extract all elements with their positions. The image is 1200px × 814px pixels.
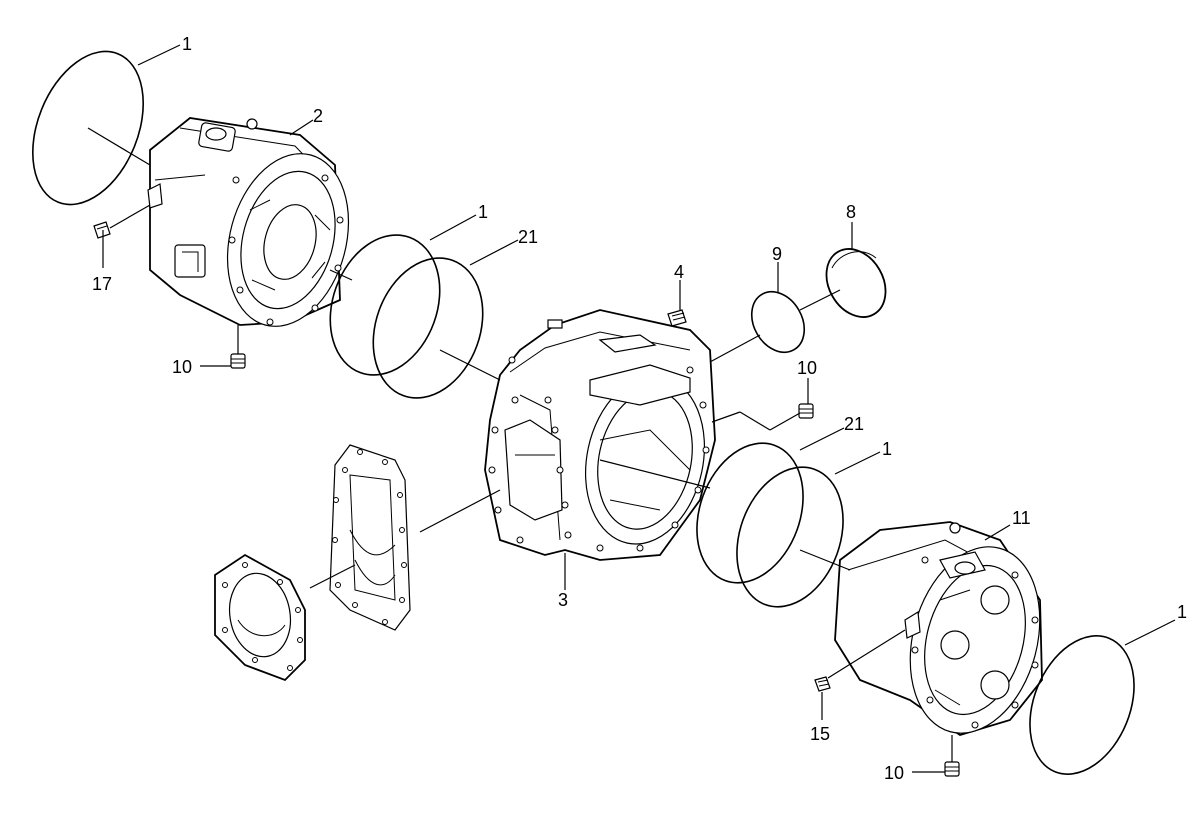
plug-part-10-left[interactable] [230,353,246,369]
callout-10: 10 [797,358,817,378]
cover-disc-part-8[interactable] [815,238,898,327]
seal-ring-part-21-right[interactable] [678,428,821,598]
housing-part-2[interactable] [147,117,367,340]
callout-1: 1 [182,34,192,54]
callout-10: 10 [884,763,904,783]
flange-plate[interactable] [214,553,306,682]
callout-15: 15 [810,724,830,744]
seal-ring-part-21-top[interactable] [355,243,502,414]
callout-21: 21 [518,227,538,247]
plug-part-4[interactable] [667,309,687,327]
callout-4: 4 [674,262,684,282]
gasket-plate[interactable] [329,444,411,631]
o-ring-part-1-middle[interactable] [312,220,459,391]
callout-11: 11 [1012,508,1031,528]
callout-1: 1 [478,202,488,222]
plug-part-15[interactable] [814,676,831,692]
plug-part-10-bottom[interactable] [944,761,960,777]
callout-1: 1 [1177,602,1187,622]
callout-21: 21 [844,414,864,434]
callout-labels: 1 2 17 10 1 21 4 9 8 10 21 1 3 11 1 15 1… [92,34,1187,783]
o-ring-part-1-right[interactable] [718,452,861,622]
o-ring-part-9[interactable] [741,282,815,361]
plug-part-10-middle[interactable] [798,403,814,419]
callout-17: 17 [92,274,112,294]
o-ring-part-1-top-left[interactable] [12,35,165,221]
callout-9: 9 [772,244,782,264]
plug-part-17[interactable] [93,221,111,239]
housing-part-11[interactable] [834,521,1059,748]
callout-leaders [102,44,1176,773]
callout-3: 3 [558,590,568,610]
callout-2: 2 [313,106,323,126]
o-ring-part-1-far-right[interactable] [1011,620,1154,789]
callout-10: 10 [172,357,192,377]
callout-1: 1 [882,439,892,459]
assembly-lines [87,127,906,679]
central-housing-part-3[interactable] [484,309,719,561]
callout-8: 8 [846,202,856,222]
